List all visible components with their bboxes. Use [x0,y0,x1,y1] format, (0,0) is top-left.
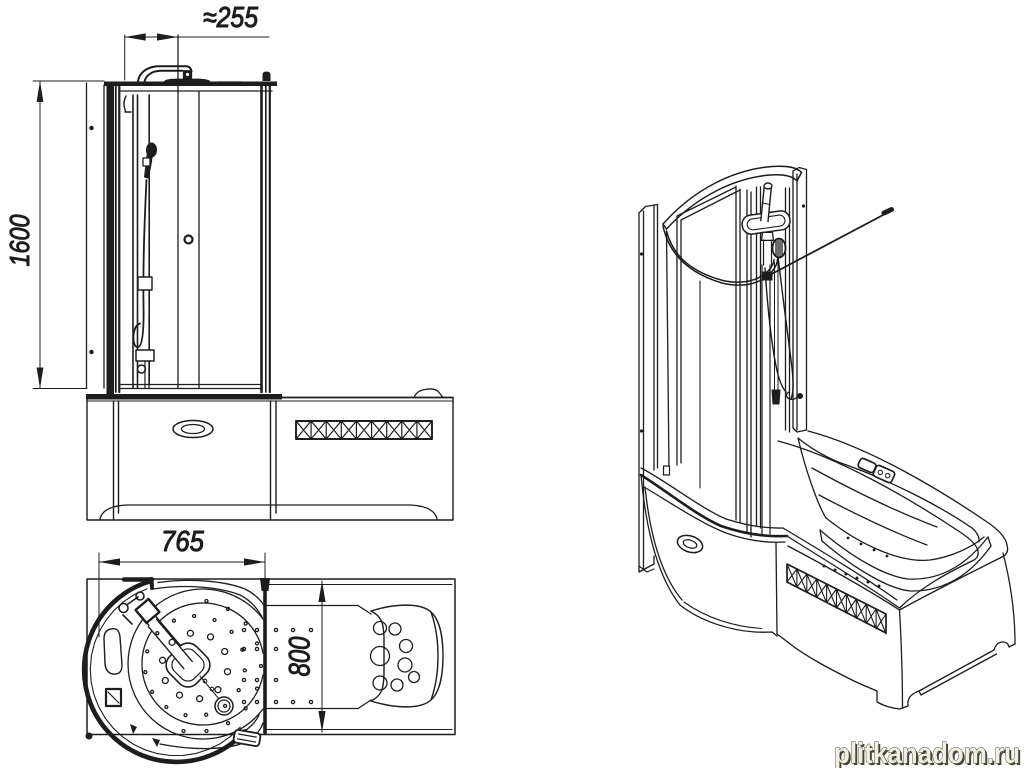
svg-text:1600: 1600 [4,214,35,266]
svg-text:800: 800 [284,636,317,676]
svg-text:765: 765 [161,526,205,558]
svg-text:plitkanadom.ru: plitkanadom.ru [836,740,1022,768]
svg-text:plitkanadom.ru: plitkanadom.ru [834,738,1020,768]
svg-text:≈255: ≈255 [203,2,259,34]
